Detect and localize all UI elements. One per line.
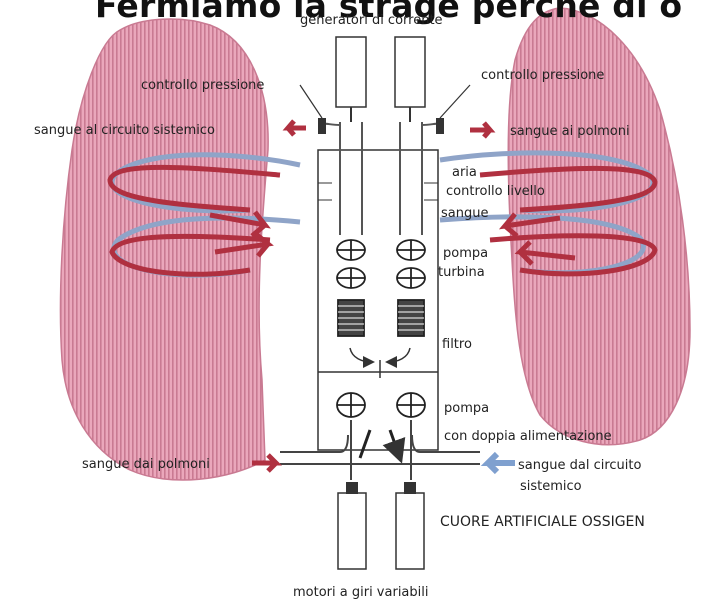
generator-left [336,37,366,107]
label-motors: motori a giri variabili [293,586,428,599]
tube-left [340,122,362,235]
center-down-arrows [360,430,400,458]
label-generators: generatori di corrente [300,14,443,27]
pressure-valve-left [318,118,326,134]
label-turbine: turbina [438,266,485,279]
arrow-to-lungs [470,123,490,137]
label-air: aria [452,166,477,179]
label-dual-supply: con doppia alimentazione [444,430,612,443]
arrow-to-systemic [288,121,306,135]
pressure-valve-right [436,118,444,134]
label-blood-from-systemic-2: sistemico [520,480,582,493]
label-pump-2: pompa [444,402,489,415]
label-level-control: controllo livello [446,185,545,198]
lower-pump-right [397,393,425,417]
arrow-from-systemic [488,454,515,472]
motor-right [396,493,424,569]
label-artificial-heart: CUORE ARTIFICIALE OSSIGEN [440,515,645,529]
label-blood-systemic-out: sangue al circuito sistemico [34,124,215,137]
label-pressure-right: controllo pressione [481,69,604,82]
label-blood-from-systemic-1: sangue dal circuito [518,459,641,472]
filter-arrows [350,348,410,378]
generator-right [395,37,425,107]
motor-left [338,493,366,569]
label-filter: filtro [442,338,472,351]
label-blood: sangue [441,207,488,220]
lower-pump-left [337,393,365,417]
tube-right [400,122,422,235]
pump-turbine-left [337,240,365,336]
pump-turbine-right [397,240,425,336]
label-blood-from-lungs: sangue dai polmoni [82,458,210,471]
label-blood-to-lungs: sangue ai polmoni [510,125,630,138]
label-pressure-left: controllo pressione [141,79,264,92]
label-pump: pompa [443,247,488,260]
level-sensors [318,183,438,200]
